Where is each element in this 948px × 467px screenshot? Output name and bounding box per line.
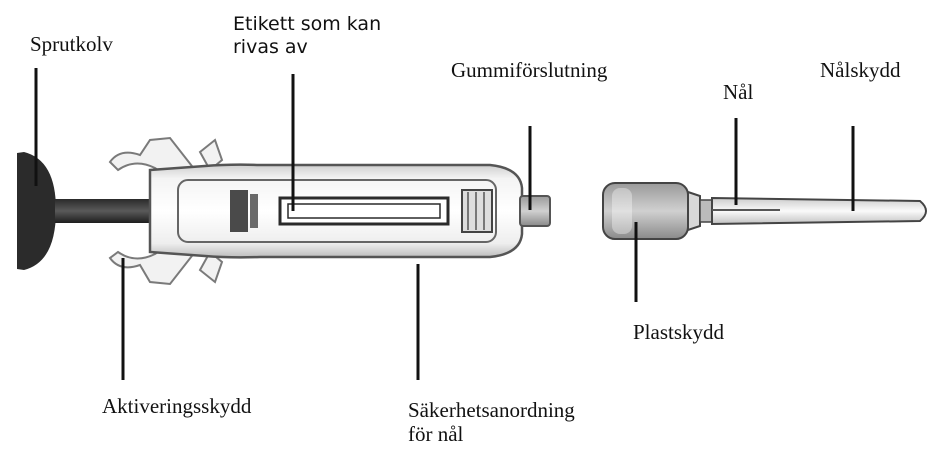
label-activation-guard-text: Aktiveringsskydd — [102, 394, 252, 418]
label-plastic-shield-text: Plastskydd — [633, 320, 725, 344]
label-activation-guard: Aktiveringsskydd — [102, 394, 251, 418]
label-needle-cover-text: Nålskydd — [820, 58, 901, 82]
needle-cover — [711, 196, 927, 226]
inner-barrel — [177, 179, 497, 243]
label-peel-label: Etikett som kan rivas av — [233, 13, 381, 59]
barrel-seal — [230, 190, 248, 232]
rubber-stopper — [519, 195, 551, 227]
label-peel-label-line2: rivas av — [233, 36, 308, 58]
label-peel-label-line1: Etikett som kan — [233, 13, 382, 35]
label-needle-text: Nål — [723, 80, 754, 104]
label-needle-safety-device-line2: för nål — [408, 422, 464, 446]
label-needle-cover: Nålskydd — [820, 58, 901, 82]
label-rubber-stopper: Gummiförslutning — [451, 58, 607, 82]
label-needle-safety-device-line1: Säkerhetsanordning — [408, 398, 575, 422]
peel-label-window — [278, 196, 450, 226]
plunger-head — [17, 152, 56, 270]
label-needle: Nål — [723, 80, 753, 104]
label-plunger-text: Sprutkolv — [30, 32, 113, 56]
leader-lines — [34, 68, 855, 380]
label-plunger: Sprutkolv — [30, 32, 113, 56]
syringe-barrel — [148, 163, 524, 259]
label-rubber-stopper-text: Gummiförslutning — [451, 58, 608, 82]
barrel-tip-housing — [461, 189, 493, 233]
label-needle-safety-device: Säkerhetsanordning för nål — [408, 398, 575, 446]
label-plastic-shield: Plastskydd — [633, 320, 724, 344]
needle-assembly — [602, 182, 927, 240]
